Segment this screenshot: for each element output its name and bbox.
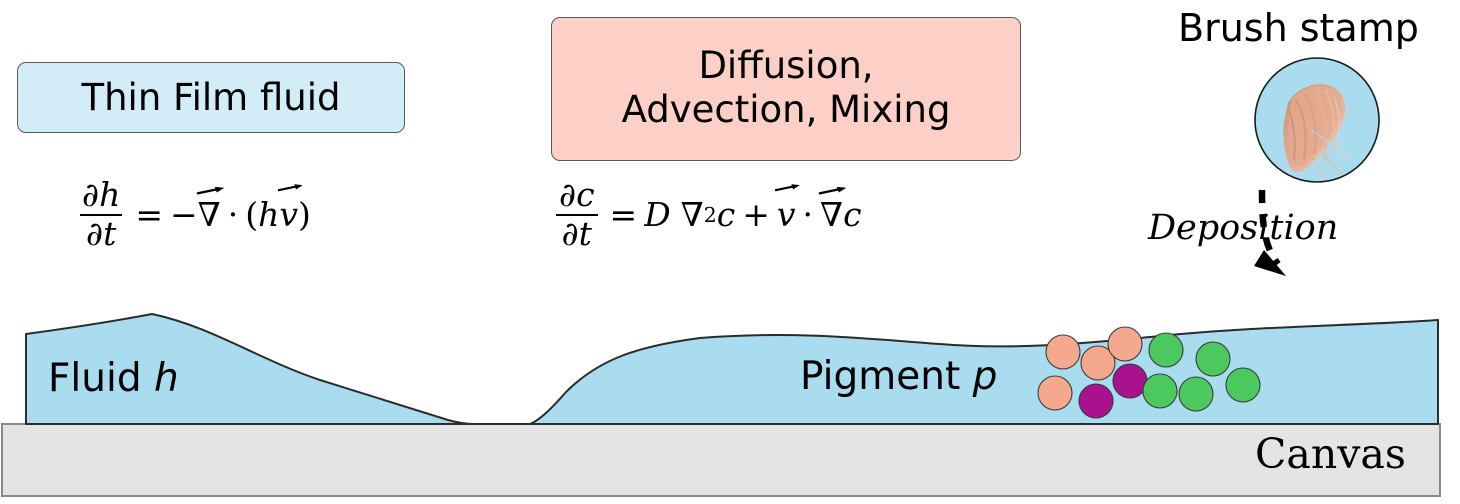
equation-conc-plus: + (742, 195, 770, 235)
equation-conc-numerator: ∂c (559, 175, 595, 214)
fraction-dh-dt: ∂h ∂t (76, 175, 126, 252)
pigment-particle (1195, 341, 1231, 377)
deposition-arrow-head (1254, 250, 1286, 276)
brush-gap-highlight (1309, 128, 1335, 146)
brush-stamp-illustration (1254, 57, 1380, 183)
brush-bristle-streaks (1288, 89, 1341, 163)
brush-stroke-group (1283, 83, 1352, 181)
equation-height-v: v (279, 195, 298, 235)
callout-diffusion-line1: Diffusion, (698, 43, 874, 87)
pigment-label-symbol: p (972, 354, 998, 399)
equation-conc-diffusion-coefficient: D (644, 195, 671, 235)
pigment-particle (1148, 332, 1184, 368)
pigment-particle (1107, 326, 1143, 362)
callout-thin-film-label: Thin Film fluid (81, 75, 341, 119)
equation-conc-c: c (716, 195, 736, 235)
pigment-particle (1078, 383, 1114, 419)
equation-height-close-paren: ) (297, 195, 311, 235)
fluid-label-symbol: h (153, 356, 179, 401)
callout-diffusion-line2: Advection, Mixing (621, 87, 951, 131)
equation-height-dot: · (227, 195, 239, 235)
callout-thin-film: Thin Film fluid (17, 62, 405, 133)
equation-height-minus: − (169, 195, 198, 235)
pigment-label-text: Pigment (800, 354, 973, 399)
callout-diffusion: Diffusion, Advection, Mixing (551, 17, 1021, 161)
equation-conc-c2: c (843, 195, 862, 235)
deposition-arrow-path (1258, 189, 1281, 266)
pigment-particle (1225, 367, 1261, 403)
pigment-particle (1142, 373, 1178, 409)
equation-conc-equals: = (609, 195, 638, 235)
brush-stamp-label: Brush stamp (1178, 6, 1419, 50)
equation-height-numerator: ∂h (82, 175, 121, 214)
equation-conc-nabla-vector: ∇ (820, 195, 844, 235)
deposition-label: Deposition (1148, 208, 1339, 248)
equation-conc-denominator: ∂t (555, 213, 598, 252)
fraction-dc-dt: ∂c ∂t (553, 175, 601, 252)
equation-pigment-concentration: ∂c ∂t = D ∇ 2 c + v · ∇ c (551, 175, 862, 252)
pigment-particle (1045, 334, 1081, 370)
equation-conc-dot: · (802, 195, 814, 235)
pigment-particle (1037, 375, 1073, 411)
equation-height-h: h (258, 195, 280, 235)
canvas-label: Canvas (1255, 430, 1406, 478)
pigment-label: Pigment p (800, 354, 997, 399)
equation-height-equals: = (135, 195, 163, 235)
equation-height-denominator: ∂t (80, 213, 123, 252)
equation-conc-v: v (776, 195, 796, 235)
fluid-height-label: Fluid h (48, 356, 179, 401)
equation-height-nabla: ∇ (197, 195, 221, 235)
equation-conc-nabla: ∇ (680, 195, 704, 235)
fluid-label-text: Fluid (48, 356, 154, 401)
brush-dry-edge-streaks (1312, 139, 1352, 181)
deposition-arrow-icon (1254, 189, 1286, 276)
pigment-particle (1080, 345, 1116, 381)
pigment-particle (1112, 363, 1148, 399)
pigment-particle (1178, 376, 1214, 412)
equation-height-open-paren: ( (245, 195, 259, 235)
